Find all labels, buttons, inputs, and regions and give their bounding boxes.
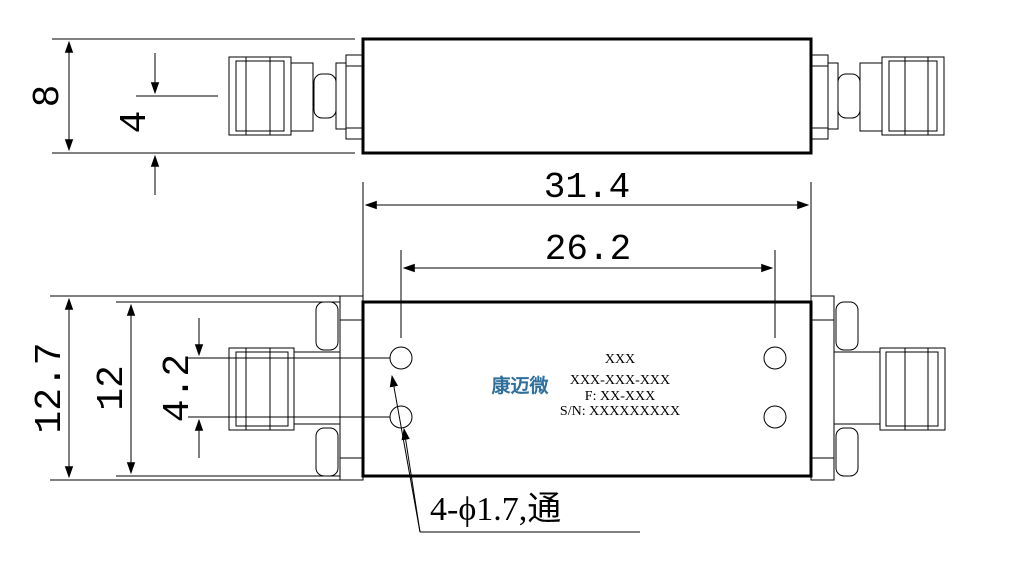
top-right-connector [810,295,946,481]
dim-width-body: 12 [91,301,340,477]
dim-connector-side: 4 [114,53,218,195]
label-part-number: XXX-XXX-XXX [570,373,670,388]
side-right-connector [810,54,945,140]
dim-hole-pitch-label: 4.2 [157,354,200,422]
side-body [361,37,813,155]
label-model: XXX [605,352,635,367]
hole-callout: 4-ϕ1.7,通 [389,374,640,533]
dim-width-body-label: 12 [91,365,134,411]
dim-hole-pitch: 4.2 [157,318,390,458]
dim-width-total: 12.7 [29,295,340,481]
label-serial: S/N: XXXXXXXXX [560,404,680,419]
dim-connector-side-label: 4 [114,111,157,134]
top-left-connector [228,295,364,481]
dim-hole-spacing: 26.2 [400,229,776,338]
label-frequency: F: XX-XXX [585,389,655,404]
dim-total-length-label: 31.4 [544,167,630,208]
dim-width-total-label: 12.7 [29,342,72,433]
brand-logo: 康迈微 [491,374,549,397]
side-left-connector [228,54,364,140]
dim-total-length: 31.4 [362,167,812,296]
dim-height-side: 8 [27,38,355,154]
product-label: 康迈微 XXX XXX-XXX-XXX F: XX-XXX S/N: XXXXX… [491,352,680,419]
hole-callout-label: 4-ϕ1.7,通 [430,491,561,528]
dim-hole-spacing-label: 26.2 [545,229,631,270]
mounting-hole [389,346,413,370]
mounting-hole [763,346,787,370]
mounting-hole [763,405,787,429]
side-view: 8 4 [27,37,945,195]
dim-height-side-label: 8 [27,85,70,108]
top-view: 康迈微 XXX XXX-XXX-XXX F: XX-XXX S/N: XXXXX… [228,295,946,481]
